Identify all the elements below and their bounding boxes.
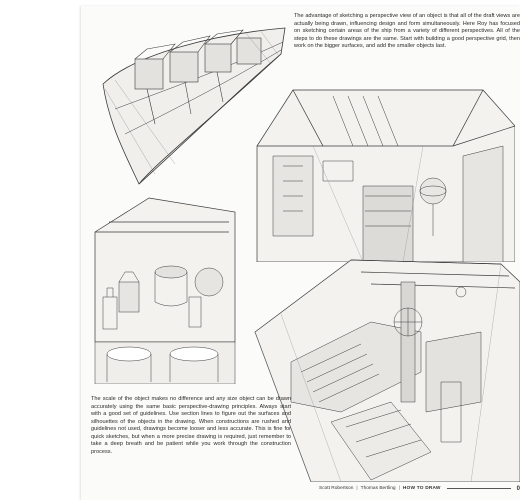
intro-paragraph: The advantage of sketching a perspective… [294, 13, 520, 49]
ship-hull-sketch [95, 14, 295, 189]
page-footer: Scott Robertson | Thomas Bertling | HOW … [319, 484, 520, 493]
footer-author-2: Thomas Bertling [360, 486, 396, 491]
footer-separator: | [398, 486, 400, 491]
deck-stairway-sketch [251, 252, 520, 482]
book-page: The advantage of sketching a perspective… [81, 6, 520, 500]
scale-paragraph: The scale of the object makes no differe… [91, 396, 291, 455]
page-number: 0 [516, 485, 520, 492]
ship-interior-sketch [253, 86, 515, 262]
cargo-hold-sketch [89, 192, 239, 384]
footer-book-title: HOW TO DRAW [402, 486, 441, 491]
footer-separator: | [356, 486, 358, 491]
footer-rule [446, 488, 511, 489]
footer-author-1: Scott Robertson [319, 486, 354, 491]
